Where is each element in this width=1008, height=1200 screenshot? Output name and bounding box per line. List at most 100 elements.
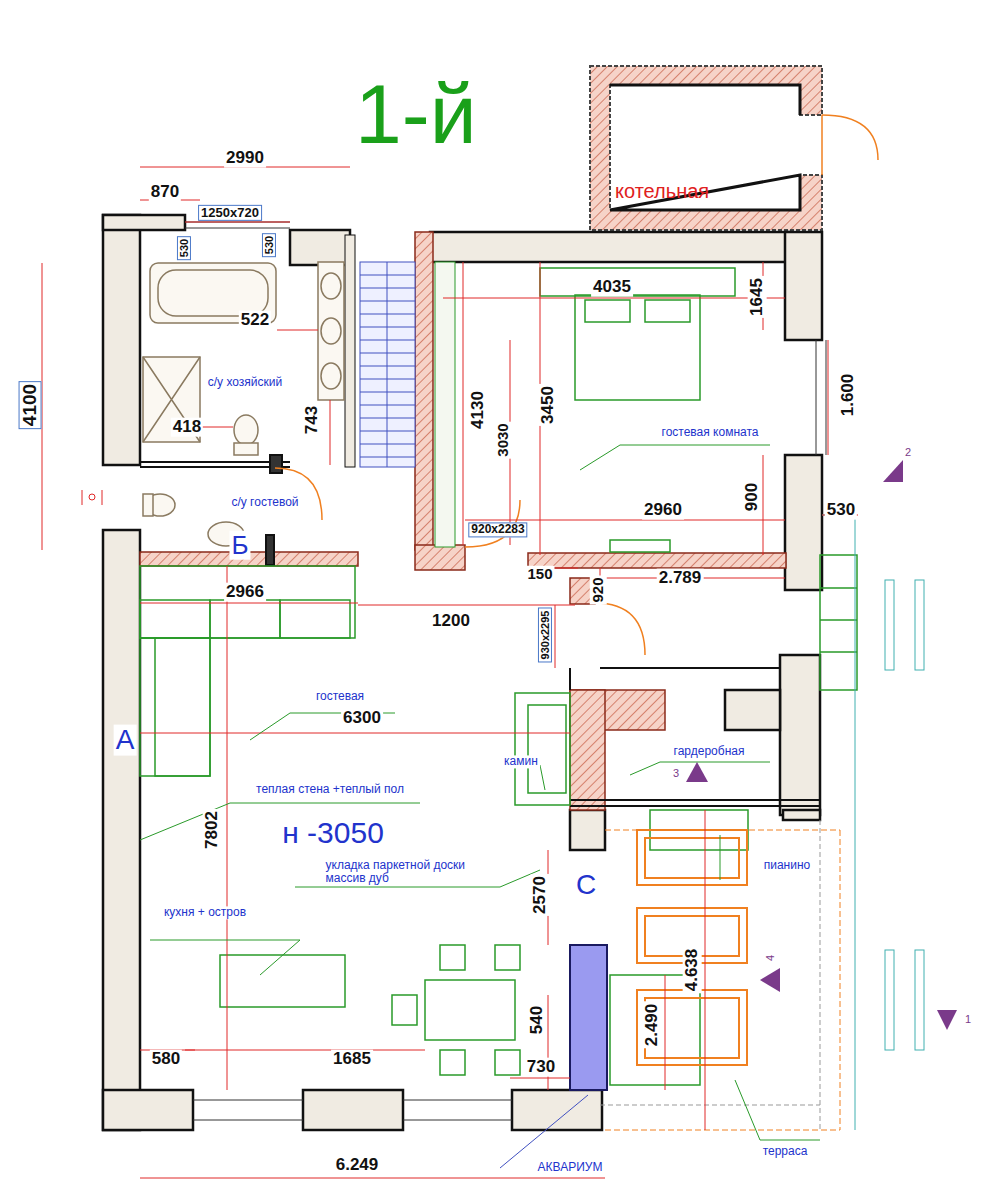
aquarium-leader	[500, 1095, 588, 1168]
plan-shape	[150, 940, 300, 975]
floor-title: 1-й	[355, 72, 477, 156]
terrace-furniture	[605, 830, 840, 1130]
plan-shape	[783, 810, 820, 820]
view-number: 2	[903, 446, 913, 458]
dimension-text: 4035	[591, 278, 633, 297]
plan-shape	[821, 115, 823, 175]
plan-shape	[780, 655, 820, 815]
room-label: с/у гостевой	[229, 496, 300, 509]
room-label: гостевая	[314, 690, 366, 703]
plan-shape	[330, 400, 331, 465]
plan-shape	[528, 705, 566, 793]
room-label: с/у хозяйский	[206, 376, 284, 389]
dimension-text: 2570	[531, 874, 550, 916]
view-number: 4	[764, 953, 776, 963]
plan-shape	[143, 494, 153, 516]
dimension-text: 6300	[341, 709, 383, 728]
plan-shape	[275, 468, 322, 520]
dimension-text: 920	[590, 575, 607, 604]
plan-shape	[883, 460, 903, 482]
dimension-text: 4100	[19, 381, 42, 429]
plan-shape	[915, 580, 924, 670]
plan-shape	[600, 820, 820, 1130]
plan-shape	[270, 455, 282, 473]
room-label: теплая стена +теплый пол	[254, 783, 406, 796]
plan-shape	[610, 540, 670, 552]
plan-shape	[360, 262, 415, 467]
plan-shape	[735, 1080, 820, 1140]
plan-shape	[185, 222, 290, 223]
plan-shape	[140, 462, 290, 467]
room-name: котельная	[612, 180, 715, 202]
plan-shape	[705, 810, 706, 1130]
plan-shape	[103, 1090, 193, 1130]
plan-shape	[725, 690, 780, 730]
plan-shape	[193, 1100, 512, 1120]
view-number: 3	[671, 767, 681, 779]
plan-shape	[443, 298, 785, 299]
plan-shape	[570, 690, 605, 810]
plan-shape	[277, 330, 318, 331]
dimension-text: 3450	[539, 384, 558, 426]
dimension-text: 7802	[203, 809, 222, 851]
boiler-room	[590, 66, 878, 230]
room-label: гардеробная	[672, 745, 747, 758]
plan-shape	[103, 215, 140, 465]
room-box: котельная	[612, 180, 715, 204]
dimension-text: 743	[303, 404, 322, 436]
dimension-text: 920x2283	[468, 522, 527, 537]
plan-shape	[140, 1178, 605, 1179]
plan-shape	[610, 85, 800, 210]
interior-lines	[140, 455, 820, 806]
plan-shape	[528, 553, 786, 568]
plan-shape	[321, 273, 341, 299]
dimension-text: 1200	[430, 612, 472, 631]
plan-shape	[140, 733, 570, 734]
plan-shape	[915, 950, 924, 1050]
plan-shape	[720, 835, 721, 880]
plan-shape	[665, 975, 666, 1090]
plan-shape	[440, 1050, 465, 1075]
dimension-text: 870	[149, 183, 181, 202]
plan-shape	[140, 638, 210, 776]
plan-shape	[435, 262, 455, 547]
dimension-text: 530	[825, 501, 857, 520]
plan-shape	[495, 945, 520, 970]
plan-shape	[885, 580, 894, 670]
dimension-text: 2.490	[643, 1002, 662, 1049]
plan-shape	[645, 300, 690, 322]
plan-shape	[937, 1010, 957, 1030]
room-label: камин	[502, 755, 540, 768]
plan-shape	[590, 66, 822, 230]
plan-shape	[820, 588, 857, 652]
bedroom-furniture	[465, 268, 735, 655]
plan-shape	[785, 232, 822, 340]
dimension-text: 1.600	[839, 372, 858, 419]
dimension-lines	[42, 167, 858, 1178]
plan-shape	[425, 980, 515, 1040]
dimension-text: 540	[528, 1004, 547, 1036]
plan-shape	[345, 235, 355, 467]
plan-shape	[512, 1090, 602, 1130]
plan-shape	[510, 1078, 570, 1079]
entry-symbol	[82, 490, 102, 505]
dimension-text: 150	[525, 566, 554, 583]
dimension-text: 580	[150, 1050, 182, 1069]
room-label: Б	[229, 531, 250, 560]
plan-shape	[387, 262, 388, 467]
plan-shape	[140, 603, 358, 604]
dimension-text: 2990	[224, 149, 266, 168]
plan-shape	[570, 810, 605, 850]
dimension-text: 2.789	[657, 569, 704, 588]
plan-shape	[430, 232, 790, 262]
stairs	[345, 235, 455, 547]
plan-shape	[318, 262, 344, 400]
plan-shape	[103, 215, 185, 230]
plan-shape	[637, 830, 747, 885]
plan-shape	[555, 605, 556, 668]
dimension-text: 900	[743, 481, 762, 513]
plan-shape	[227, 566, 228, 1090]
view-number: 1	[963, 1013, 973, 1025]
